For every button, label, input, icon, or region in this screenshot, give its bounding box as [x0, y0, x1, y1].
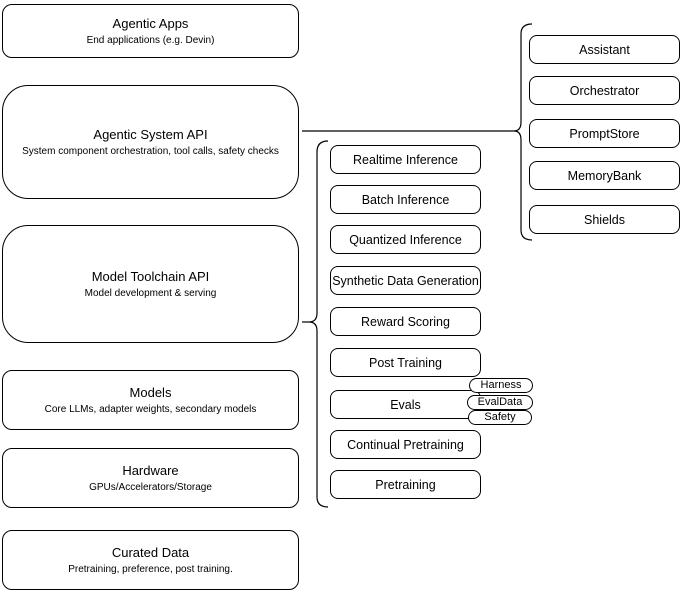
box-model-toolchain-api: Model Toolchain API Model development & … — [2, 225, 299, 343]
box-curated-data: Curated Data Pretraining, preference, po… — [2, 530, 299, 590]
component-box-assistant: Assistant — [529, 35, 680, 64]
layer-title: Agentic Apps — [112, 15, 189, 31]
box-agentic-system-api: Agentic System API System component orch… — [2, 85, 299, 199]
layer-title: Hardware — [122, 462, 179, 478]
service-box-pretraining: Pretraining — [330, 470, 481, 499]
box-hardware: Hardware GPUs/Accelerators/Storage — [2, 448, 299, 508]
service-box-synthetic-data-generation: Synthetic Data Generation — [330, 266, 481, 295]
component-box-orchestrator: Orchestrator — [529, 76, 680, 105]
component-box-shields: Shields — [529, 205, 680, 234]
service-box-evals: Evals — [330, 390, 481, 419]
service-box-quantized-inference: Quantized Inference — [330, 225, 481, 254]
component-box-promptstore: PromptStore — [529, 119, 680, 148]
eval-tag-harness: Harness — [469, 378, 533, 393]
layer-title: Agentic System API — [93, 126, 208, 142]
layer-title: Model Toolchain API — [91, 268, 210, 284]
layer-subtitle: Core LLMs, adapter weights, secondary mo… — [44, 403, 257, 415]
service-box-continual-pretraining: Continual Pretraining — [330, 430, 481, 459]
components-curly-brace — [513, 23, 533, 241]
box-models: Models Core LLMs, adapter weights, secon… — [2, 370, 299, 430]
service-box-post-training: Post Training — [330, 348, 481, 377]
layer-subtitle: GPUs/Accelerators/Storage — [89, 481, 212, 493]
box-agentic-apps: Agentic Apps End applications (e.g. Devi… — [2, 4, 299, 58]
layer-title: Curated Data — [111, 544, 190, 560]
service-box-reward-scoring: Reward Scoring — [330, 307, 481, 336]
layer-subtitle: Model development & serving — [84, 287, 217, 299]
service-box-batch-inference: Batch Inference — [330, 185, 481, 214]
layer-subtitle: System component orchestration, tool cal… — [22, 145, 279, 157]
layer-subtitle: Pretraining, preference, post training. — [68, 563, 233, 575]
eval-tag-safety: Safety — [468, 410, 532, 425]
layer-subtitle: End applications (e.g. Devin) — [86, 34, 215, 46]
eval-tag-evaldata: EvalData — [467, 395, 533, 410]
layer-title: Models — [129, 384, 172, 400]
services-curly-brace — [308, 140, 329, 508]
service-box-realtime-inference: Realtime Inference — [330, 145, 481, 174]
component-box-memorybank: MemoryBank — [529, 161, 680, 190]
